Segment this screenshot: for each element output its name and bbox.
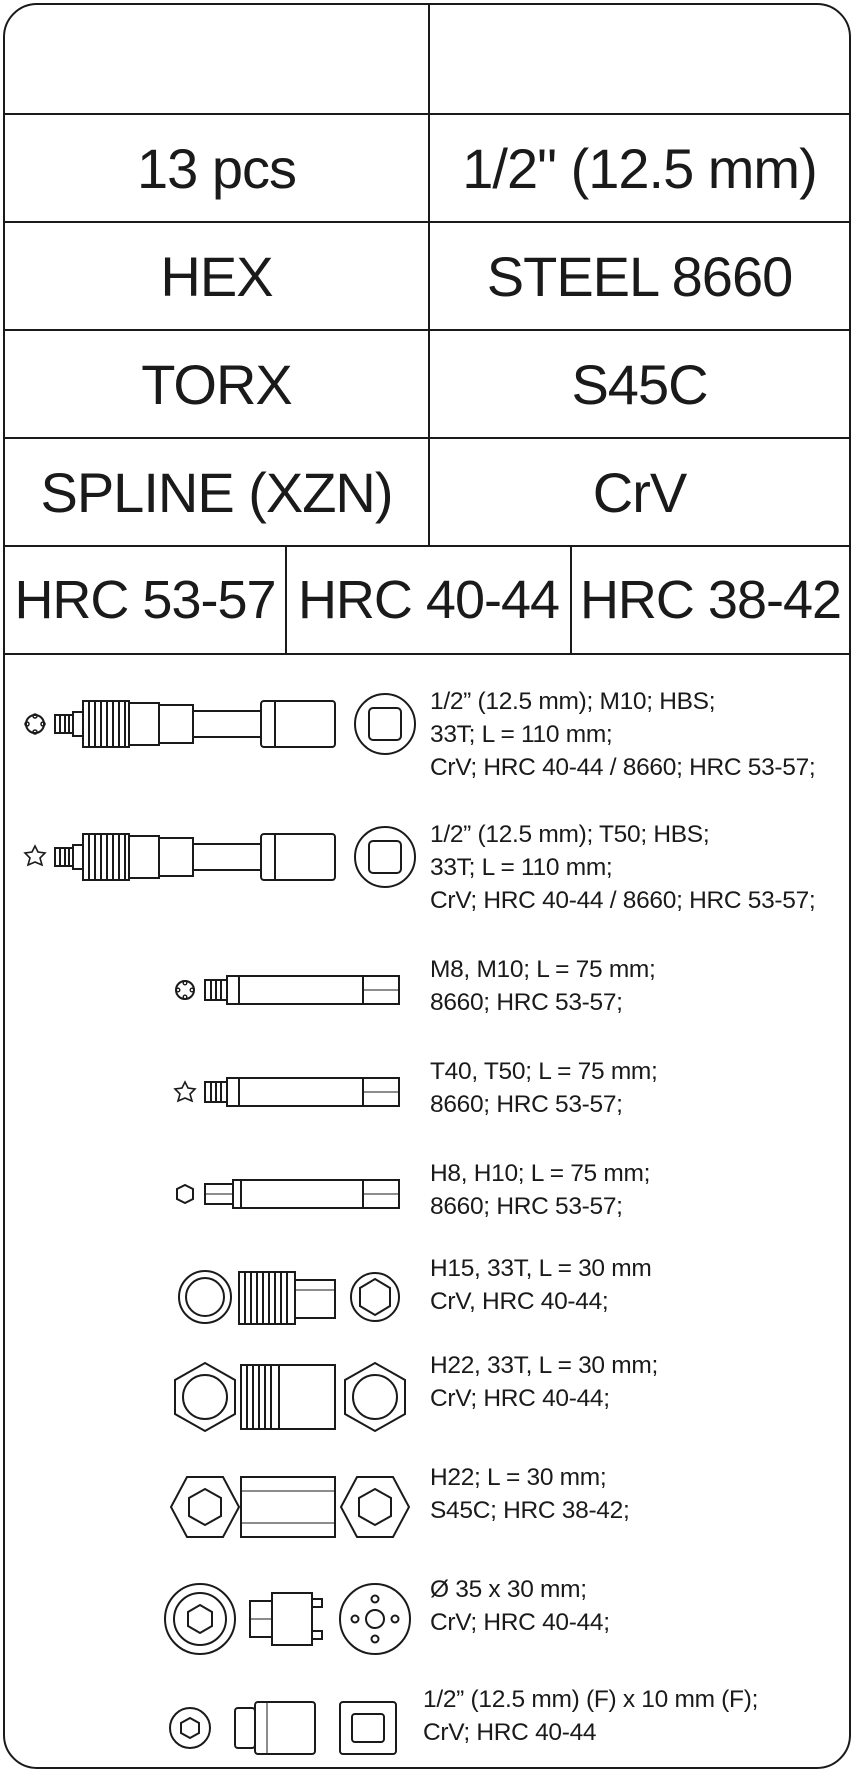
h15-bit-holder-icon [178,1270,400,1325]
hex-bit-icon [176,1179,400,1209]
item-spec-line: H22; L = 30 mm; [430,1464,607,1491]
h22-bit-holder-icon [169,1476,411,1538]
item-spec-line: H22, 33T, L = 30 mm; [430,1352,658,1379]
h22-33t-bit-holder-icon [174,1361,406,1433]
spec-cell-left [5,5,430,113]
spec-row-quantity: 13 pcs 1/2" (12.5 mm) [5,115,849,223]
spec-cell-s45c: S45C [571,352,708,416]
item-spec-line: 33T; L = 110 mm; [430,854,613,881]
list-item: H15, 33T, L = 30 mm CrV, HRC 40-44; [5,1252,849,1342]
list-item: H8, H10; L = 75 mm; 8660; HRC 53-57; [5,1157,849,1227]
item-spec-line: CrV; HRC 40-44; [430,1385,610,1412]
list-item: H22; L = 30 mm; S45C; HRC 38-42; [5,1461,849,1561]
item-description: H8, H10; L = 75 mm; 8660; HRC 53-57; [430,1157,650,1223]
spec-cell-steel: STEEL 8660 [486,244,793,308]
spec-cell-quantity: 13 pcs [5,115,430,221]
torx-bit-icon [173,1077,400,1107]
item-spec-line: 8660; HRC 53-57; [430,989,623,1016]
item-list: 1/2” (12.5 mm); M10; HBS; 33T; L = 110 m… [5,655,849,1765]
item-spec-line: 8660; HRC 53-57; [430,1091,623,1118]
list-item: Ø 35 x 30 mm; CrV; HRC 40-44; [5,1565,849,1665]
spec-cell-hex: HEX [5,223,430,329]
item-spec-line: T40, T50; L = 75 mm; [430,1058,658,1085]
item-description: 1/2” (12.5 mm); M10; HBS; 33T; L = 110 m… [430,685,816,784]
list-item: 1/2” (12.5 mm); M10; HBS; 33T; L = 110 m… [5,685,849,785]
item-spec-line: 1/2” (12.5 mm); M10; HBS; [430,688,716,715]
square-drive-icon [354,826,416,888]
item-spec-line: CrV; HRC 40-44 / 8660; HRC 53-57; [430,887,816,914]
spec-row-torx: TORX S45C [5,331,849,439]
item-spec-line: 1/2” (12.5 mm); T50; HBS; [430,821,710,848]
list-item: H22, 33T, L = 30 mm; CrV; HRC 40-44; [5,1349,849,1449]
spec-row-hex: HEX STEEL 8660 [5,223,849,331]
item-spec-line: 33T; L = 110 mm; [430,721,613,748]
list-item: T40, T50; L = 75 mm; 8660; HRC 53-57; [5,1055,849,1125]
item-description: M8, M10; L = 75 mm; 8660; HRC 53-57; [430,953,656,1019]
list-item: M8, M10; L = 75 mm; 8660; HRC 53-57; [5,953,849,1023]
spec-card: 13 pcs 1/2" (12.5 mm) HEX STEEL 8660 TOR… [3,3,851,1769]
hardness-cell-2: HRC 40-44 [287,547,572,653]
hardness-cell-1: HRC 53-57 [5,547,287,653]
reducer-adapter-icon [169,1701,397,1755]
spline-bit-socket-icon [24,700,336,748]
item-spec-line: CrV; HRC 40-44 / 8660; HRC 53-57; [430,754,816,781]
list-item: 1/2” (12.5 mm) (F) x 10 mm (F); CrV; HRC… [5,1675,849,1765]
item-spec-line: H8, H10; L = 75 mm; [430,1160,651,1187]
pin-adapter-icon [164,1583,411,1655]
spec-row-spline: SPLINE (XZN) CrV [5,439,849,547]
spec-cell-spline: SPLINE (XZN) [5,439,430,545]
item-description: Ø 35 x 30 mm; CrV; HRC 40-44; [430,1573,610,1639]
item-description: 1/2” (12.5 mm); T50; HBS; 33T; L = 110 m… [430,818,816,917]
item-spec-line: CrV, HRC 40-44; [430,1288,609,1315]
torx-bit-socket-icon [23,833,336,881]
spec-cell-drive-size: 1/2" (12.5 mm) [462,136,817,200]
item-spec-line: M8, M10; L = 75 mm; [430,956,656,983]
item-spec-line: H15, 33T, L = 30 mm [430,1255,652,1282]
item-description: H15, 33T, L = 30 mm CrV, HRC 40-44; [430,1252,652,1318]
item-description: H22, 33T, L = 30 mm; CrV; HRC 40-44; [430,1349,658,1415]
spec-cell-crv: CrV [592,460,687,524]
item-description: H22; L = 30 mm; S45C; HRC 38-42; [430,1461,630,1527]
square-drive-icon [354,693,416,755]
hardness-cell-3: HRC 38-42 [579,570,842,630]
spec-row-hardness: HRC 53-57 HRC 40-44 HRC 38-42 [5,547,849,655]
list-item: 1/2” (12.5 mm); T50; HBS; 33T; L = 110 m… [5,818,849,918]
item-description: T40, T50; L = 75 mm; 8660; HRC 53-57; [430,1055,658,1121]
item-description: 1/2” (12.5 mm) (F) x 10 mm (F); CrV; HRC… [423,1683,758,1749]
item-spec-line: CrV; HRC 40-44 [423,1719,597,1746]
item-spec-line: S45C; HRC 38-42; [430,1497,630,1524]
item-spec-line: CrV; HRC 40-44; [430,1609,610,1636]
item-spec-line: 1/2” (12.5 mm) (F) x 10 mm (F); [423,1686,759,1713]
spec-cell-torx: TORX [5,331,430,437]
spec-cell-right [430,5,849,113]
spec-row-blank [5,5,849,115]
spline-bit-icon [175,975,400,1005]
item-spec-line: 8660; HRC 53-57; [430,1193,623,1220]
item-spec-line: Ø 35 x 30 mm; [430,1576,587,1603]
